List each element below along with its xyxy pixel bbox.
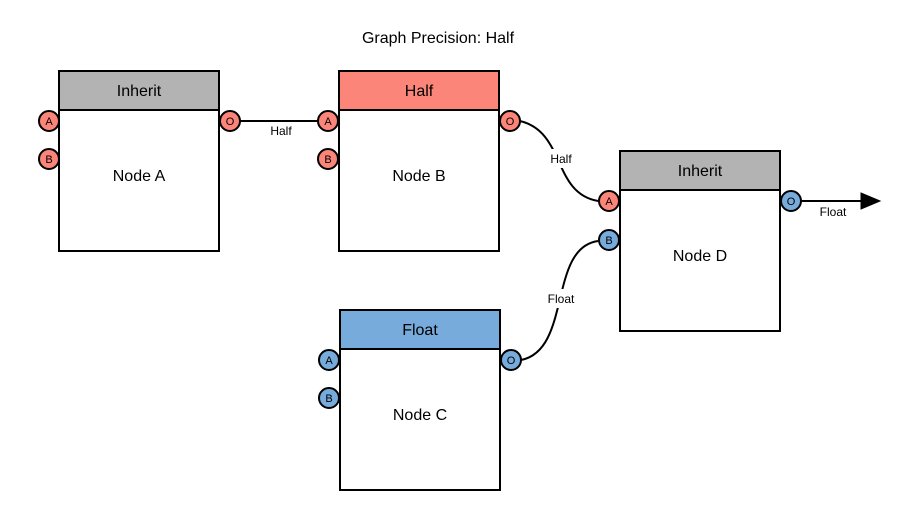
port-letter: A	[324, 116, 332, 128]
port-circle	[317, 110, 339, 132]
port-letter: O	[506, 116, 515, 128]
port-circle	[38, 148, 60, 170]
node-a-label: Node A	[113, 168, 166, 185]
node-c-port-b: B	[318, 387, 340, 409]
port-letter: O	[226, 116, 235, 128]
node-b-port-b: B	[317, 148, 339, 170]
port-letter: B	[45, 154, 52, 166]
node-b: Half Node B A B O	[317, 70, 521, 252]
edge-label-nodea-nodeb: Half	[270, 124, 292, 138]
node-a: Inherit Node A A B O	[38, 70, 241, 252]
node-d-port-b: B	[598, 229, 620, 251]
edges-layer: Half Half Float Float	[240, 120, 882, 361]
node-b-port-o: O	[499, 110, 521, 132]
port-letter: A	[45, 116, 53, 128]
port-letter: O	[507, 355, 516, 367]
node-d-port-o: O	[780, 190, 802, 212]
port-letter: B	[605, 235, 612, 247]
edge-label-bg	[539, 289, 583, 308]
port-circle	[500, 349, 522, 371]
edge-label-nodec-noded: Float	[548, 292, 575, 306]
port-letter: B	[325, 393, 332, 405]
node-a-port-b: B	[38, 148, 60, 170]
node-d: Inherit Node D A B O	[598, 150, 802, 332]
port-circle	[219, 110, 241, 132]
node-d-label: Node D	[673, 248, 727, 265]
port-circle	[598, 229, 620, 251]
port-circle	[318, 349, 340, 371]
port-circle	[318, 387, 340, 409]
port-circle	[499, 110, 521, 132]
node-c: Float Node C A B O	[318, 309, 522, 491]
node-a-port-o: O	[219, 110, 241, 132]
port-circle	[317, 148, 339, 170]
edge-label-nodeb-noded: Half	[550, 152, 572, 166]
edge-label-bg	[541, 149, 581, 168]
node-b-port-a: A	[317, 110, 339, 132]
port-circle	[38, 110, 60, 132]
edge-label-output: Float	[820, 205, 847, 219]
port-letter: A	[605, 196, 613, 208]
diagram-title: Graph Precision: Half	[362, 30, 515, 47]
node-a-port-a: A	[38, 110, 60, 132]
node-c-header-label: Float	[402, 322, 438, 339]
port-circle	[780, 190, 802, 212]
node-b-header-label: Half	[405, 83, 434, 100]
node-a-header	[58, 70, 220, 111]
arrow-head-icon	[860, 192, 882, 210]
node-d-header	[619, 150, 781, 191]
node-c-label: Node C	[393, 407, 447, 424]
node-d-header-label: Inherit	[678, 163, 723, 180]
node-a-header-label: Inherit	[117, 83, 162, 100]
port-letter: B	[324, 154, 331, 166]
node-d-port-a: A	[598, 190, 620, 212]
node-c-port-o: O	[500, 349, 522, 371]
node-c-port-a: A	[318, 349, 340, 371]
node-b-header	[338, 70, 500, 111]
port-letter: A	[325, 355, 333, 367]
port-circle	[598, 190, 620, 212]
port-letter: O	[787, 196, 796, 208]
node-c-header	[339, 309, 501, 350]
node-b-label: Node B	[392, 168, 445, 185]
